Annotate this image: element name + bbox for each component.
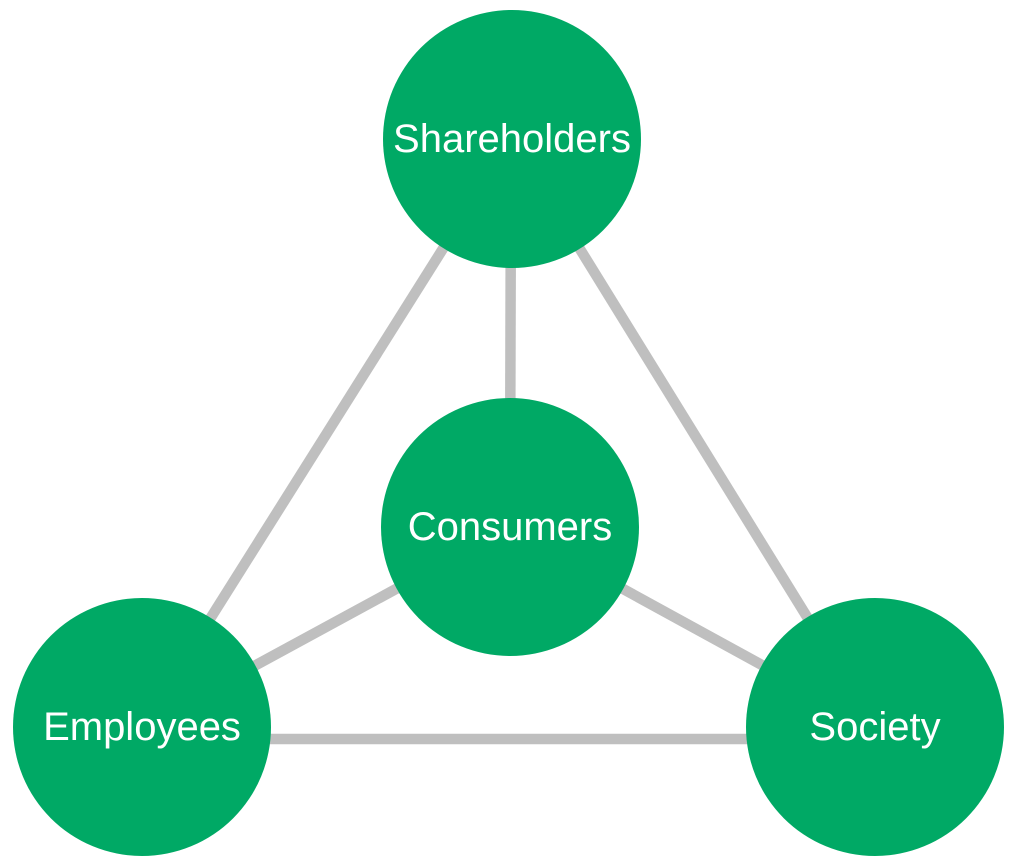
node-employees: Employees bbox=[13, 598, 271, 856]
node-employees-label: Employees bbox=[43, 705, 241, 749]
node-shareholders: Shareholders bbox=[383, 10, 641, 268]
node-society: Society bbox=[746, 598, 1004, 856]
node-society-label: Society bbox=[809, 705, 941, 749]
node-shareholders-label: Shareholders bbox=[393, 117, 631, 161]
node-consumers: Consumers bbox=[381, 398, 639, 656]
node-consumers-label: Consumers bbox=[407, 505, 613, 549]
